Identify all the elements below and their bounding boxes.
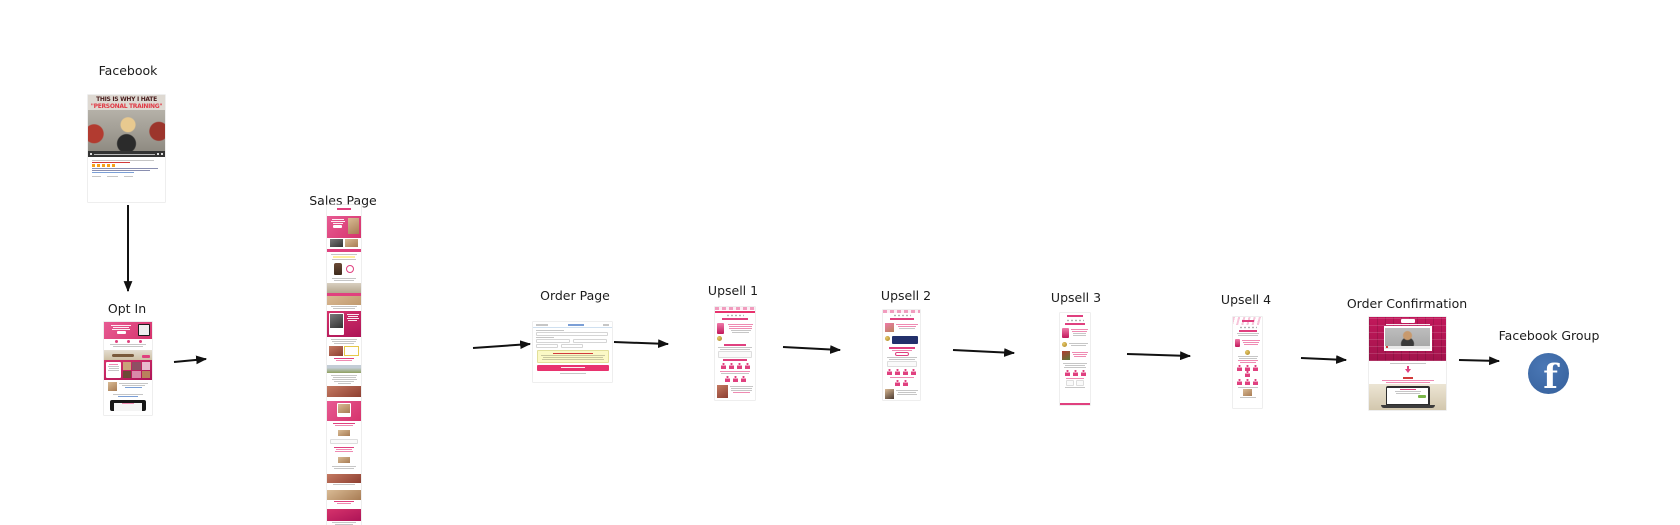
node-label-opt-in: Opt In [107,301,147,316]
offer-photo [885,323,894,332]
guarantee-seal [1245,350,1250,355]
arrow-sales-page-to-order-page [472,340,532,350]
node-facebook-ad-thumbnail[interactable]: THIS IS WHY I HATE "PERSONAL TRAINING" [88,95,165,202]
ad-headline-line2: "PERSONAL TRAINING" [90,103,163,110]
node-label-upsell-1: Upsell 1 [707,283,759,298]
guarantee-warning-box [536,349,609,363]
node-label-facebook: Facebook [98,63,158,78]
members-area-section [1369,384,1446,410]
logo-pill [1400,319,1415,323]
node-upsell-1-thumbnail[interactable] [715,307,755,400]
node-sales-page-thumbnail[interactable] [327,205,361,525]
node-label-facebook-group: Facebook Group [1498,328,1600,343]
sales-pink-feature [327,311,361,337]
opt-in-hero-section [104,322,152,339]
arrow-upsell-1-to-upsell-2 [782,345,842,354]
form-input[interactable] [573,338,607,343]
play-icon [90,153,92,155]
product-image [1235,339,1240,347]
node-label-upsell-3: Upsell 3 [1050,290,1102,305]
trainer-photo [108,382,117,391]
complete-order-button[interactable] [536,365,609,371]
node-label-order-page: Order Page [540,288,610,303]
arrow-upsell-2-to-upsell-3 [952,348,1016,357]
arrow-order-confirmation-to-facebook-group [1458,356,1501,366]
trainer-bio-section [104,380,152,393]
ad-headline: THIS IS WHY I HATE "PERSONAL TRAINING" [88,95,165,110]
opt-in-steps-section [104,339,152,350]
ad-headline-line1: THIS IS WHY I HATE [96,96,157,103]
nav-bar [715,307,755,310]
node-facebook-group-icon[interactable]: f [1528,353,1569,394]
green-button[interactable] [1418,394,1426,398]
welcome-video-player[interactable] [1383,326,1432,351]
order-form[interactable] [533,328,612,377]
laptop-mockup [1385,386,1430,405]
plank-photo [104,350,152,360]
guarantee-seal [1062,342,1067,347]
down-arrow-icon [1369,366,1446,376]
video-still-presenter [1385,327,1430,346]
node-order-page-thumbnail[interactable] [533,322,612,382]
testimonial-photo [717,385,728,398]
star-rating [92,164,116,167]
node-order-confirmation-thumbnail[interactable] [1369,317,1446,410]
node-label-upsell-2: Upsell 2 [880,288,932,303]
photo-collage [123,362,150,378]
testimonial-photo [885,389,894,399]
play-icon [1386,346,1388,348]
arrow-opt-in-to-sales-page [173,355,208,365]
fullscreen-icon [161,153,163,155]
node-label-upsell-4: Upsell 4 [1220,292,1272,307]
header-rays [1233,317,1262,325]
tablet-mockup [104,400,152,413]
confirmation-hero-section [1369,317,1446,361]
product-image [1062,328,1069,338]
benefit-icons [715,362,755,370]
nav-bar [883,310,920,313]
logo-script [1067,315,1083,317]
order-header [533,322,612,327]
node-upsell-4-thumbnail[interactable] [1233,317,1262,408]
opt-in-collage-section [104,360,152,380]
node-label-order-confirmation: Order Confirmation [1346,296,1468,311]
form-input[interactable] [536,331,608,336]
upsell-offer-section [715,321,755,343]
facebook-f-icon: f [1543,357,1558,394]
phone-mockup [138,324,150,336]
sales-hero-section [327,216,361,238]
node-opt-in-thumbnail[interactable] [104,322,152,415]
benefit-icons [1233,364,1262,378]
arrow-upsell-3-to-upsell-4 [1126,351,1192,361]
node-upsell-3-thumbnail[interactable] [1060,313,1090,405]
product-image [717,323,724,334]
guarantee-seal [885,336,890,341]
benefit-icons [883,368,920,376]
cta-button[interactable] [142,355,150,358]
ad-post-text [88,157,165,179]
cta-pill[interactable] [894,352,909,356]
form-input[interactable] [536,338,570,343]
arrow-upsell-4-to-order-confirmation [1300,355,1348,364]
node-label-sales-page: Sales Page [309,193,377,208]
offer-photo [1062,351,1070,360]
volume-icon [157,153,159,155]
arrow-order-page-to-upsell-1 [613,339,670,349]
ad-video-player[interactable]: THIS IS WHY I HATE "PERSONAL TRAINING" [88,95,165,157]
testimonial-photo [1243,389,1252,396]
video-progress-bar [94,153,155,155]
guarantee-seal [717,336,722,341]
benefit-icons [1060,369,1090,377]
ad-video-still-woman-in-car [88,110,165,151]
video-controls-bar[interactable] [88,151,165,157]
form-select[interactable] [561,343,583,348]
node-upsell-2-thumbnail[interactable] [883,310,920,400]
form-select[interactable] [536,343,558,348]
video-embed [892,336,918,344]
product-section [327,261,361,277]
